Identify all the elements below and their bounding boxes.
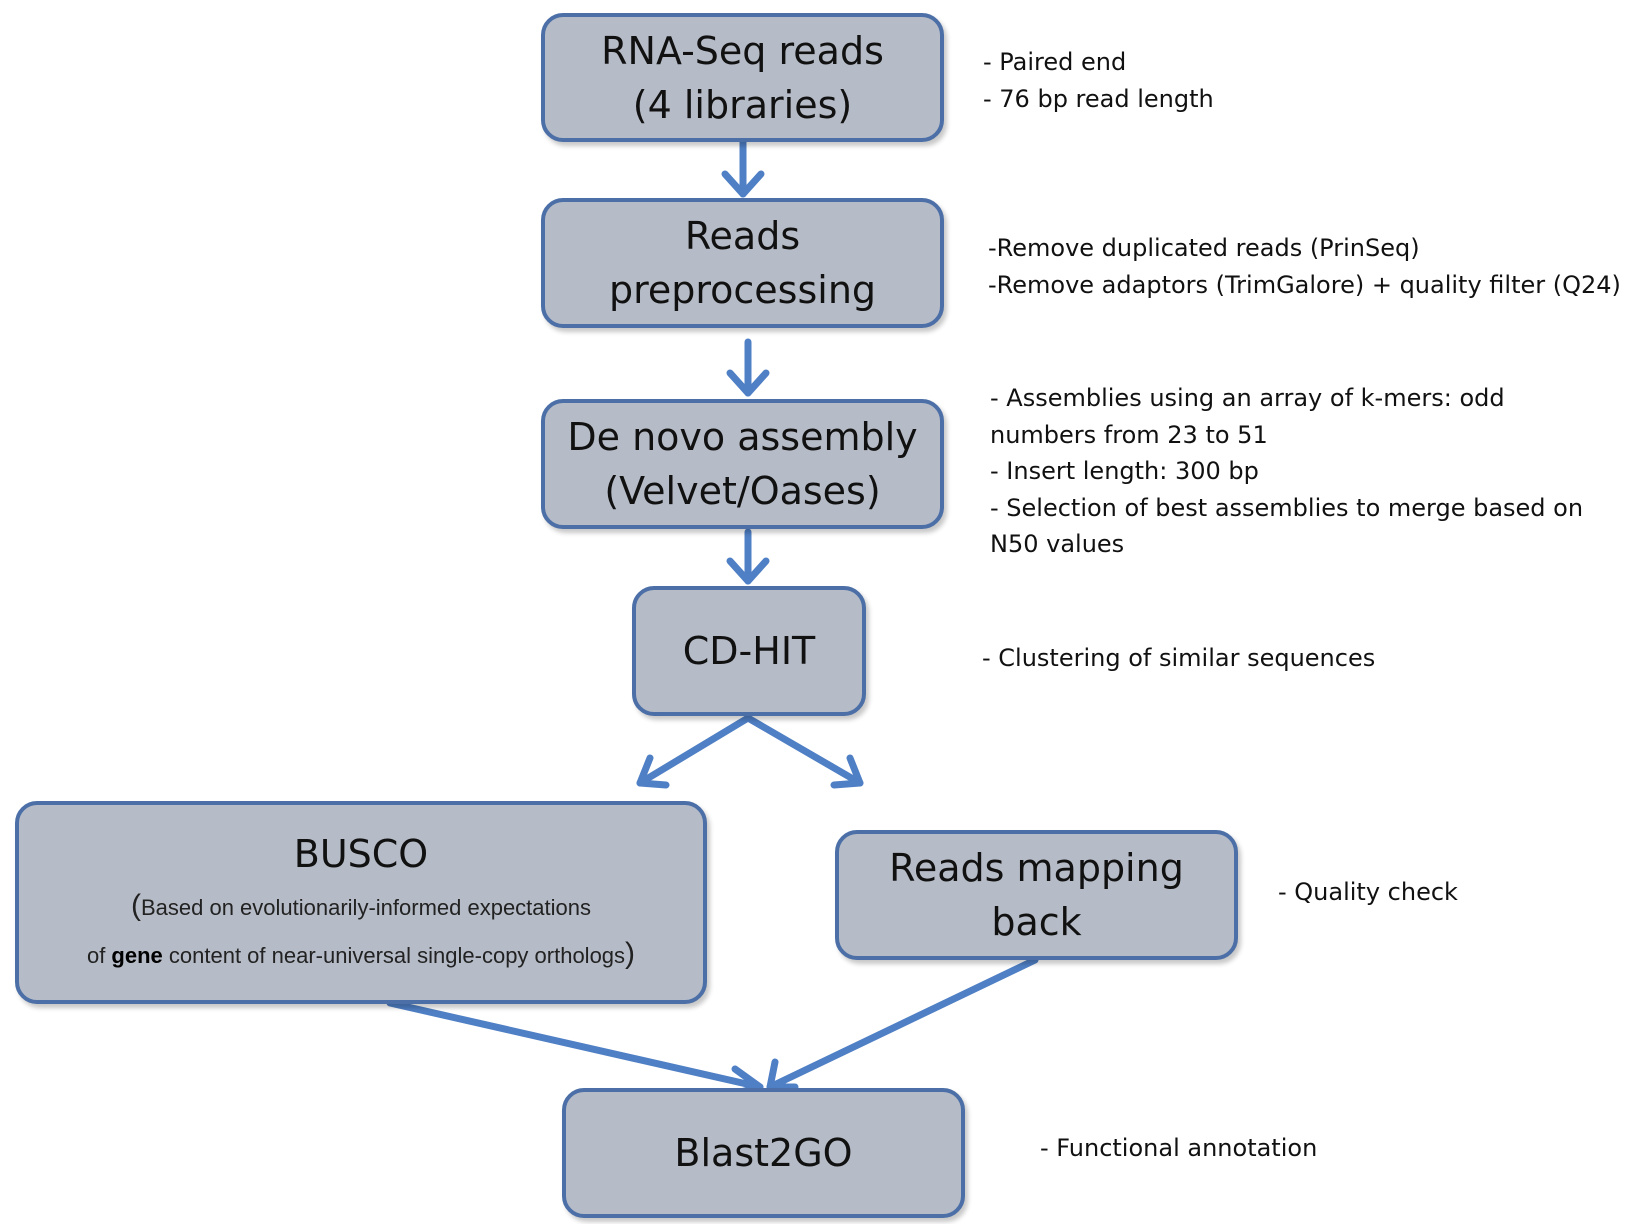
rnaseq-reads-line2: (4 libraries)	[632, 82, 853, 127]
note-cdhit-line: - Clustering of similar sequences	[982, 644, 1376, 672]
note-blast2go: - Functional annotation	[1040, 1130, 1317, 1167]
note-mapping-line: - Quality check	[1278, 878, 1458, 906]
reads-mapping-back-box: Reads mapping back	[835, 830, 1238, 960]
busco-sub-text1: Based on evolutionarily-informed expecta…	[140, 894, 592, 920]
busco-close-paren: )	[625, 936, 636, 970]
reads-mapping-line1: Reads mapping	[889, 846, 1184, 890]
reads-mapping-line2: back	[991, 900, 1082, 944]
arrowhead-cdhit-to-mapping	[830, 754, 864, 789]
rnaseq-reads-box: RNA-Seq reads (4 libraries)	[541, 13, 944, 142]
busco-subtitle-line1: (Based on evolutionarily-informed expect…	[131, 883, 591, 931]
busco-sub-bold: gene	[111, 942, 163, 968]
arrowhead-cdhit-to-busco	[636, 754, 670, 789]
arrowhead-preprocessing-to-assembly	[726, 369, 770, 397]
de-novo-assembly-line2: (Velvet/Oases)	[604, 469, 881, 513]
cdhit-label: CD-HIT	[682, 629, 816, 673]
busco-sub-post: content of near-universal single-copy or…	[162, 942, 626, 968]
note-assembly-line: - Selection of best assemblies to merge …	[990, 493, 1584, 522]
note-preprocessing-line: -Remove duplicated reads (PrinSeq)	[988, 234, 1420, 262]
de-novo-assembly-box: De novo assembly (Velvet/Oases)	[541, 399, 944, 529]
note-blast2go-line: - Functional annotation	[1040, 1134, 1318, 1162]
note-mapping: - Quality check	[1278, 874, 1458, 911]
busco-open-paren: (	[130, 888, 141, 922]
arrowhead-mapping-to-blast2go	[766, 1058, 799, 1091]
rnaseq-reads-line1: RNA-Seq reads	[601, 28, 884, 73]
note-assembly-line: - Insert length: 300 bp	[990, 457, 1259, 485]
note-rnaseq-line: - Paired end	[983, 48, 1127, 76]
de-novo-assembly-line1: De novo assembly	[567, 415, 918, 459]
busco-box: BUSCO (Based on evolutionarily-informed …	[15, 801, 707, 1004]
arrow-cdhit-to-busco	[636, 714, 752, 787]
arrowhead-assembly-to-cdhit	[726, 557, 770, 585]
note-cdhit: - Clustering of similar sequences	[982, 640, 1375, 677]
arrow-busco-to-blast2go	[386, 999, 764, 1091]
arrow-cdhit-to-mapping	[744, 714, 864, 787]
blast2go-box: Blast2GO	[562, 1088, 965, 1218]
note-assembly-line: N50 values	[990, 530, 1125, 558]
busco-title: BUSCO	[293, 831, 429, 876]
note-preprocessing-line: -Remove adaptors (TrimGalore) + quality …	[988, 270, 1621, 299]
note-rnaseq-line: - 76 bp read length	[983, 84, 1214, 113]
reads-preprocessing-box: Reads preprocessing	[541, 198, 944, 328]
cdhit-box: CD-HIT	[632, 586, 866, 716]
blast2go-label: Blast2GO	[674, 1131, 853, 1175]
note-assembly-line: numbers from 23 to 51	[990, 420, 1268, 449]
note-assembly: - Assemblies using an array of k-mers: o…	[990, 380, 1583, 563]
arrowhead-rnaseq-to-preprocessing	[721, 170, 765, 198]
reads-preprocessing-line1: Reads	[684, 214, 801, 258]
note-assembly-line: - Assemblies using an array of k-mers: o…	[990, 384, 1505, 412]
note-preprocessing: -Remove duplicated reads (PrinSeq) -Remo…	[988, 230, 1621, 303]
arrow-mapping-to-blast2go	[766, 956, 1039, 1091]
note-rnaseq: - Paired end - 76 bp read length	[983, 44, 1214, 117]
reads-preprocessing-line2: preprocessing	[608, 268, 877, 312]
busco-sub-pre: of	[86, 942, 112, 968]
busco-subtitle-line2: of gene content of near-universal single…	[87, 931, 635, 979]
